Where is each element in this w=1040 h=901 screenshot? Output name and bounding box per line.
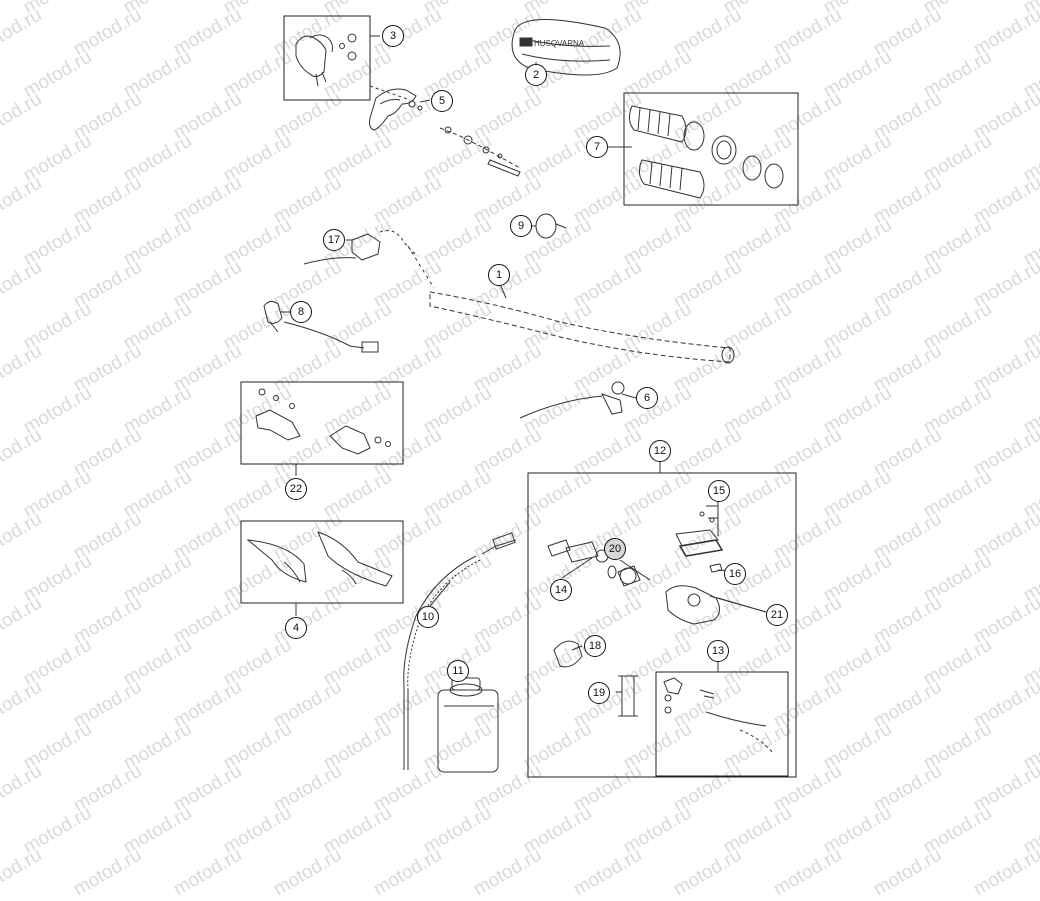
watermark-text: motod.ru <box>670 844 746 901</box>
watermark-text: motod.ru <box>220 802 296 859</box>
watermark-text: motod.ru <box>120 802 196 859</box>
callout-18[interactable]: 18 <box>584 635 606 657</box>
watermark-text: motod.ru <box>320 802 396 859</box>
part-8-switch <box>263 300 379 353</box>
part-2-handlebar-pad: HUSQVARNA <box>511 19 621 76</box>
part-6-throttle <box>519 381 625 419</box>
watermark-text: motod.ru <box>420 802 496 859</box>
watermark-text: motod.ru <box>1020 802 1040 859</box>
callout-4[interactable]: 4 <box>285 617 307 639</box>
watermark-text: motod.ru <box>470 844 546 901</box>
callout-21[interactable]: 21 <box>766 604 788 626</box>
svg-text:HUSQVARNA: HUSQVARNA <box>534 39 585 48</box>
part-9-bar-end <box>535 213 567 239</box>
part-10-clutch-cable <box>403 532 517 770</box>
watermark-text: motod.ru <box>620 802 696 859</box>
callout-6[interactable]: 6 <box>636 387 658 409</box>
callout-5[interactable]: 5 <box>431 90 453 112</box>
watermark-text: motod.ru <box>720 802 796 859</box>
callout-9[interactable]: 9 <box>510 215 532 237</box>
callout-1[interactable]: 1 <box>488 264 510 286</box>
watermark-text: motod.ru <box>370 844 446 901</box>
watermark-text: motod.ru <box>920 802 996 859</box>
watermark-text: motod.ru <box>570 844 646 901</box>
watermark-text: motod.ru <box>20 802 96 859</box>
part-17-switch <box>303 229 419 265</box>
callout-10[interactable]: 10 <box>417 606 439 628</box>
parts-drawing: HUSQVARNA <box>240 15 799 778</box>
callout-8[interactable]: 8 <box>290 301 312 323</box>
callout-7[interactable]: 7 <box>586 136 608 158</box>
callout-3[interactable]: 3 <box>382 25 404 47</box>
part-11-fluid-reservoir <box>437 677 499 773</box>
part-7-grips-box <box>623 92 799 206</box>
callout-11[interactable]: 11 <box>447 660 469 682</box>
part-1-handlebar <box>407 245 735 364</box>
watermark-text: motod.ru <box>70 844 146 901</box>
watermark-text: motod.ru <box>520 802 596 859</box>
watermark-text: motod.ru <box>820 802 896 859</box>
callout-16[interactable]: 16 <box>724 563 746 585</box>
part-5-lever-assembly <box>369 85 521 177</box>
callout-22[interactable]: 22 <box>285 478 307 500</box>
callout-20[interactable]: 20 <box>604 538 626 560</box>
watermark-text: motod.ru <box>170 844 246 901</box>
watermark-text: motod.ru <box>970 844 1040 901</box>
callout-12[interactable]: 12 <box>649 440 671 462</box>
callout-15[interactable]: 15 <box>708 480 730 502</box>
part-12-master-cylinder-box <box>527 472 797 778</box>
callout-2[interactable]: 2 <box>525 64 547 86</box>
callout-19[interactable]: 19 <box>588 682 610 704</box>
watermark-text: motod.ru <box>870 844 946 901</box>
callout-13[interactable]: 13 <box>707 640 729 662</box>
watermark-text: motod.ru <box>270 844 346 901</box>
part-4-handguard-box <box>240 520 404 604</box>
callout-17[interactable]: 17 <box>323 229 345 251</box>
watermark-text: motod.ru <box>0 844 46 901</box>
watermark-text: motod.ru <box>770 844 846 901</box>
part-3-group-box <box>283 15 371 101</box>
callout-14[interactable]: 14 <box>550 579 572 601</box>
part-22-group-box <box>240 381 404 465</box>
